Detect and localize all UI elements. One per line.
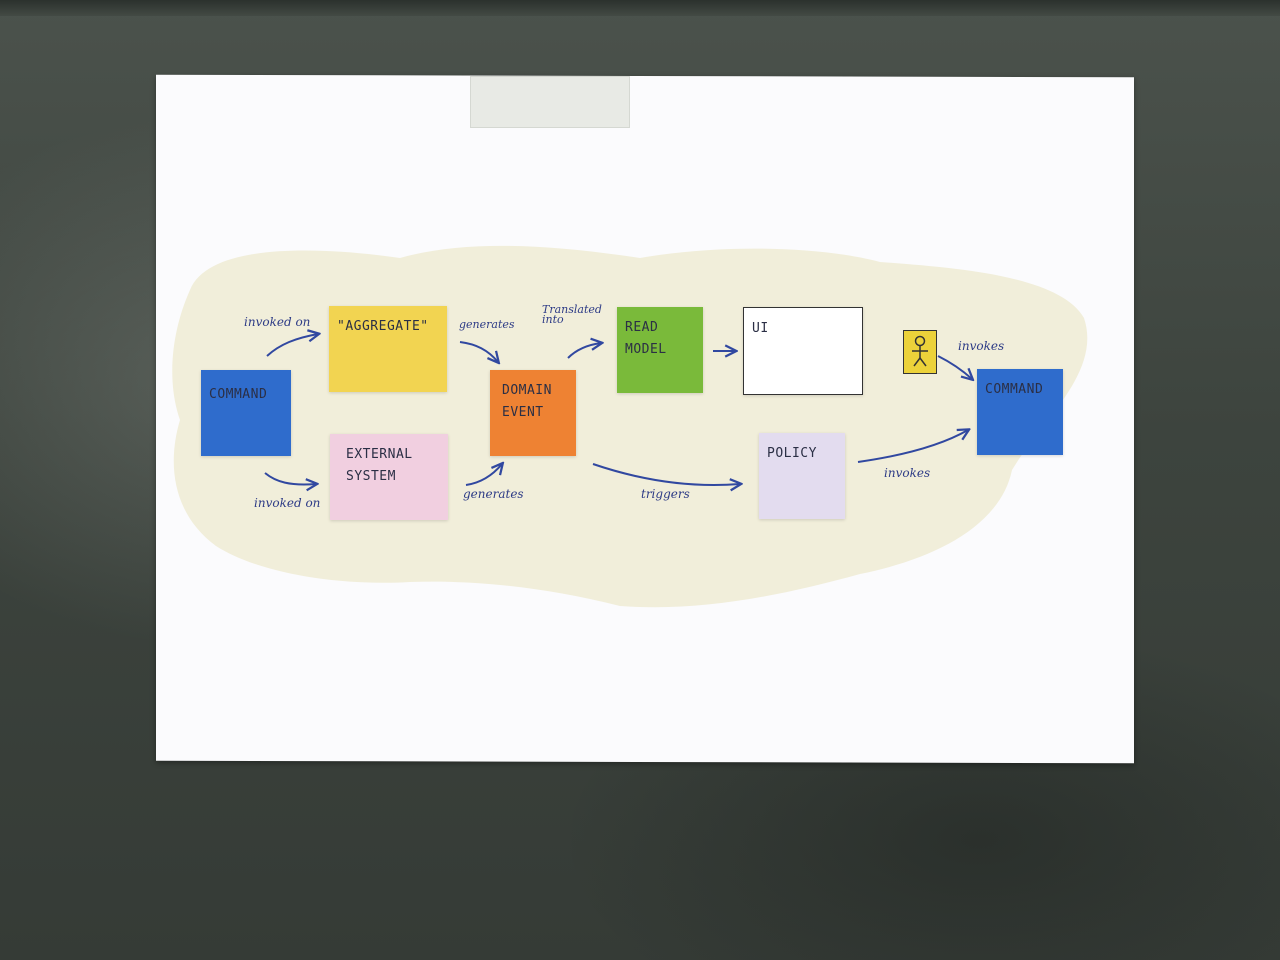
sticky-command-left: COMMAND (201, 370, 291, 456)
tape-strip (470, 76, 630, 128)
arrow-command-to-aggregate (266, 334, 318, 357)
label-generates-top: generates (459, 318, 515, 331)
arrow-external-to-event (465, 464, 502, 486)
external-system-label: EXTERNAL SYSTEM (346, 447, 413, 485)
label-invoked-on-top: invoked on (244, 315, 311, 329)
frame-edge (0, 0, 1280, 16)
label-invoked-on-bottom: invoked on (254, 496, 321, 510)
arrow-aggregate-to-event (459, 341, 498, 362)
aggregate-label: "AGGREGATE" (337, 319, 429, 334)
label-translated-into: Translated into (542, 303, 602, 326)
ui-label: UI (752, 321, 769, 336)
background-cloud (172, 245, 1088, 608)
sticky-aggregate: "AGGREGATE" (329, 306, 447, 392)
domain-event-label: DOMAIN EVENT (502, 383, 552, 421)
sticky-command-right: COMMAND (977, 369, 1063, 455)
sticky-read-model: READ MODEL (617, 307, 703, 393)
sticky-ui: UI (743, 307, 863, 395)
label-invokes-actor: invokes (958, 339, 1005, 353)
command-left-label: COMMAND (209, 387, 268, 402)
arrow-policy-to-command (857, 430, 968, 463)
read-model-label: READ MODEL (625, 320, 667, 358)
arrow-command-to-external (264, 472, 316, 485)
label-invokes-policy: invokes (884, 466, 931, 480)
command-right-label: COMMAND (985, 382, 1044, 397)
sticky-policy: POLICY (759, 433, 845, 519)
arrow-actor-to-command (937, 355, 972, 379)
sticky-external-system: EXTERNAL SYSTEM (330, 434, 448, 520)
person-icon (903, 330, 937, 374)
arrow-event-to-policy (592, 463, 740, 485)
label-generates-bottom: generates (463, 487, 524, 501)
sticky-domain-event: DOMAIN EVENT (490, 370, 576, 456)
policy-label: POLICY (767, 446, 817, 461)
arrow-event-to-readmodel (567, 343, 601, 359)
label-triggers: triggers (641, 487, 690, 501)
